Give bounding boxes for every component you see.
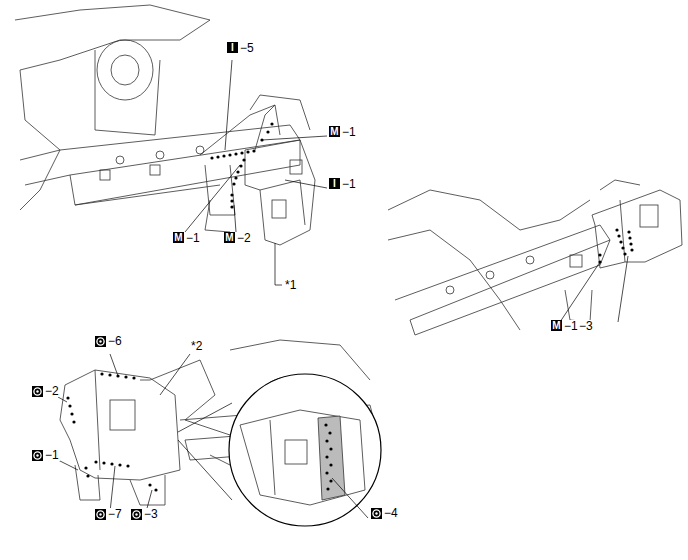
callout-number: −6 (107, 335, 123, 347)
front-structure-right (388, 180, 682, 335)
weld-points-right (598, 228, 633, 263)
leader-lines-top-left (185, 60, 327, 285)
callout-number: −2 (44, 385, 60, 397)
callout-number: −5 (239, 42, 255, 54)
weld-type-symbol: I (329, 178, 340, 189)
callout-number: −2 (236, 232, 252, 244)
zoom-lines (178, 403, 232, 500)
weld-points-top-left (210, 122, 273, 208)
callout-number: −1 (44, 449, 60, 461)
weld-type-symbol: M (224, 232, 235, 243)
callout-number: −3 (143, 508, 159, 520)
callout-number: −3 (578, 320, 594, 332)
weld-type-symbol: M (551, 320, 562, 331)
callout-number: −7 (107, 508, 123, 520)
weld-symbols (32, 320, 577, 520)
weld-type-symbol: I (227, 42, 238, 53)
callout-number: −1 (563, 320, 579, 332)
front-structure-top-left (15, 5, 315, 245)
callout-number: *1 (284, 279, 297, 291)
weld-type-symbol: M (329, 126, 340, 137)
callout-number: −1 (341, 178, 357, 190)
callout-number: *2 (190, 340, 203, 352)
detail-circle (229, 374, 381, 526)
weld-type-symbol: M (173, 232, 184, 243)
callout-number: −4 (383, 507, 399, 519)
leader-lines-right (560, 256, 628, 322)
callout-number: −1 (185, 232, 201, 244)
front-structure-bottom-left (60, 340, 375, 505)
weld-points-bottom-left (66, 372, 332, 491)
callout-number: −1 (341, 126, 357, 138)
leader-lines-bottom-left (58, 354, 368, 518)
